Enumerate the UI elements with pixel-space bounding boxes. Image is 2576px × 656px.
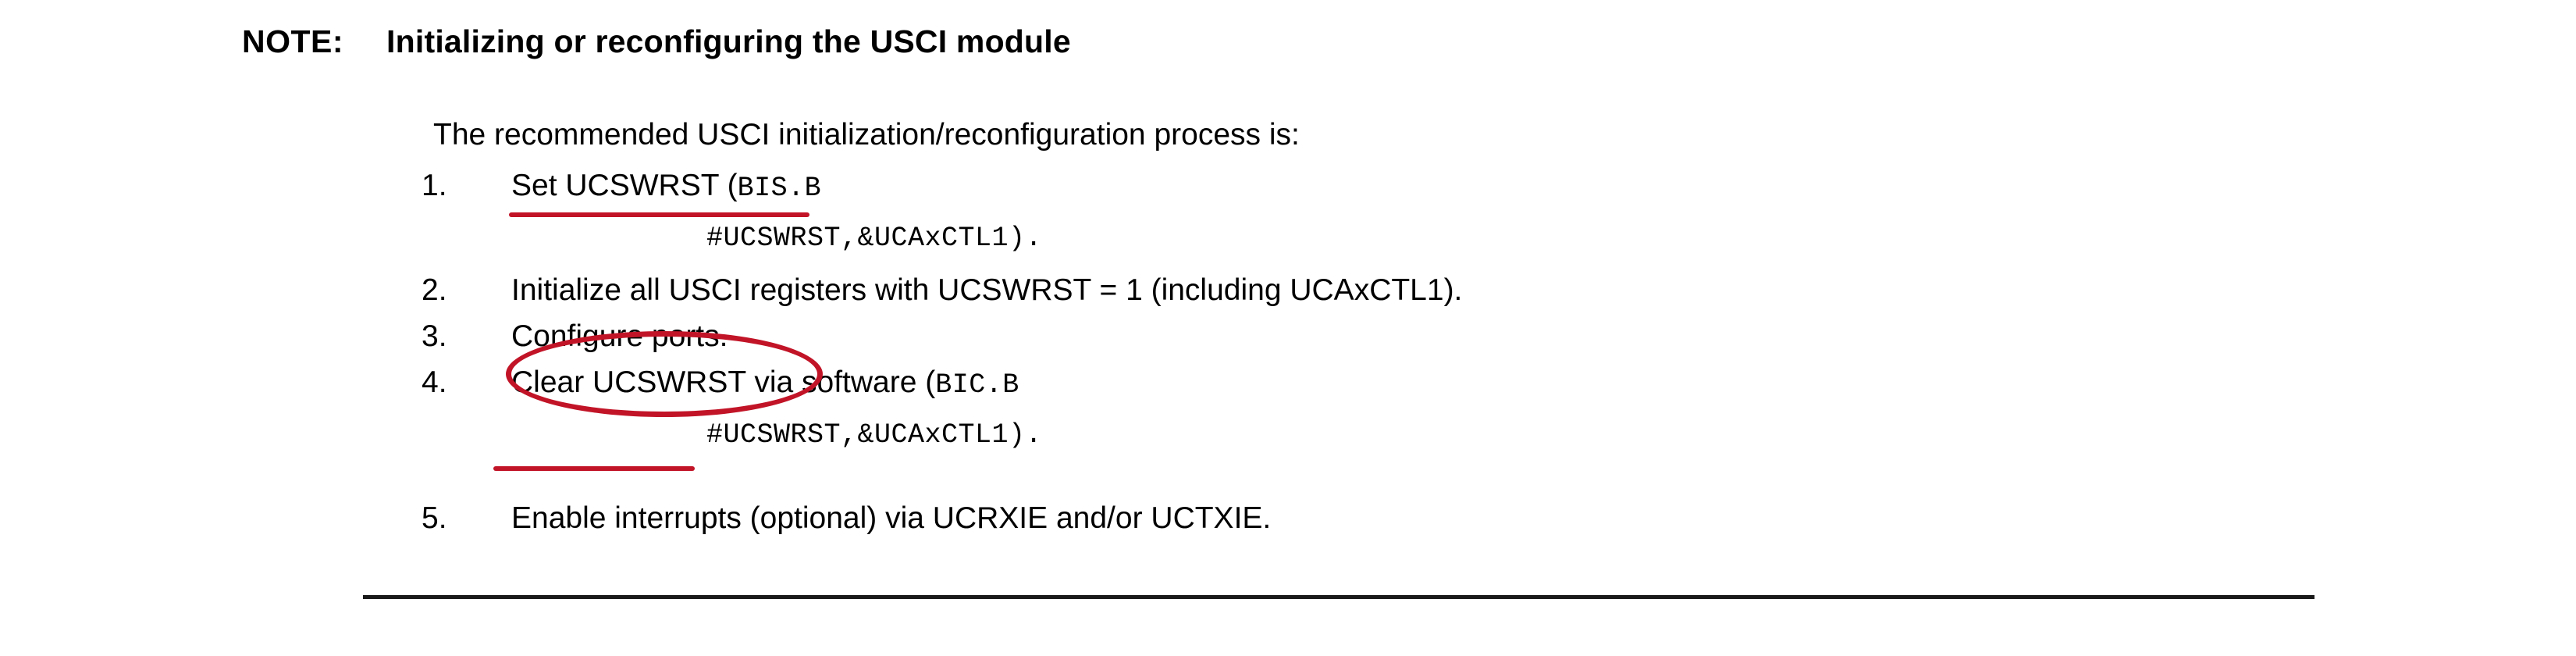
bottom-divider xyxy=(363,595,2314,599)
list-item-continuation: #UCSWRST,&UCAxCTL1). xyxy=(511,408,2346,459)
list-item: 3. Configure ports. xyxy=(422,313,2346,359)
note-label: NOTE: xyxy=(242,23,344,59)
continuation-mono-text: #UCSWRST,&UCAxCTL1). xyxy=(706,419,1043,451)
step-number: 1. xyxy=(422,169,447,202)
step-text: Initialize all USCI registers with UCSWR… xyxy=(511,273,1463,307)
step-list: 1. Set UCSWRST (BIS.B #UCSWRST,&UCAxCTL1… xyxy=(422,162,2346,541)
list-item: 2. Initialize all USCI registers with UC… xyxy=(422,267,2346,313)
step-text: Configure ports. xyxy=(511,319,728,353)
note-body: The recommended USCI initialization/reco… xyxy=(422,112,2346,541)
continuation-mono-text: #UCSWRST,&UCAxCTL1). xyxy=(706,223,1043,254)
step-text-paren: ( xyxy=(718,169,738,202)
note-header: NOTE: Initializing or reconfiguring the … xyxy=(242,23,1071,60)
step-number: 2. xyxy=(422,273,447,307)
step-number: 5. xyxy=(422,501,447,535)
step-text: Enable interrupts (optional) via UCRXIE … xyxy=(511,501,1272,535)
step-text-mono: BIC.B xyxy=(935,369,1019,401)
list-item-continuation: #UCSWRST,&UCAxCTL1). xyxy=(511,212,2346,262)
note-title: Initializing or reconfiguring the USCI m… xyxy=(386,23,1071,59)
step-text: Clear UCSWRST via software (BIC.B xyxy=(511,359,1019,408)
list-item: 1. Set UCSWRST (BIS.B xyxy=(422,162,2346,212)
step-text-plain: Clear UCSWRST via software ( xyxy=(511,365,936,399)
list-item: 5. Enable interrupts (optional) via UCRX… xyxy=(422,495,2346,541)
step-text: Set UCSWRST (BIS.B xyxy=(511,162,821,212)
list-item: 4. Clear UCSWRST via software (BIC.B xyxy=(422,359,2346,408)
step-text-mono: BIS.B xyxy=(737,173,822,204)
step-number: 3. xyxy=(422,319,447,353)
step-text-plain: Set UCSWRST xyxy=(511,169,719,202)
intro-paragraph: The recommended USCI initialization/reco… xyxy=(433,118,1300,152)
step-number: 4. xyxy=(422,365,447,399)
